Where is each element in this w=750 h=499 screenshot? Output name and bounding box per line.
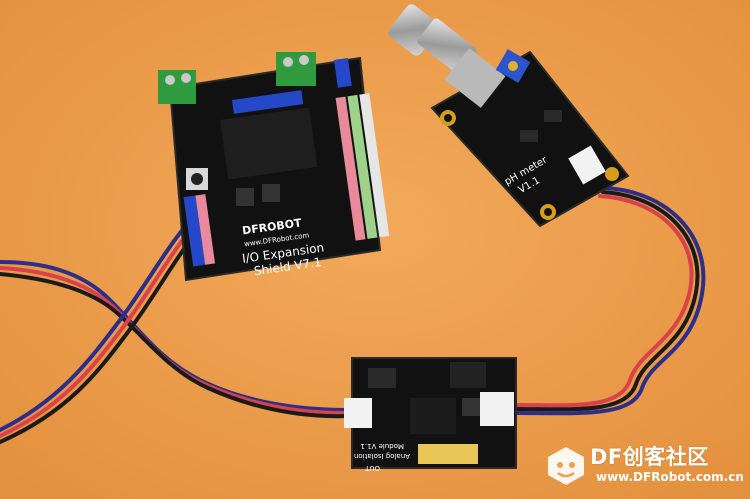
watermark-url: www.DFRobot.com.cn: [596, 470, 744, 484]
terminal-block-right: [276, 52, 316, 86]
dfrobot-watermark: DF创客社区 www.DFRobot.com.cn: [544, 439, 744, 491]
right-cable: [513, 186, 706, 416]
left-twisted-cable: [0, 208, 352, 444]
isolation-module: Analog Isolation Module V1.1 OUT: [344, 357, 517, 472]
pink-header: [335, 96, 366, 241]
isolation-output-connector: [480, 392, 514, 426]
blue-header: [232, 90, 304, 114]
green-header: [347, 94, 378, 239]
ph-meter-board: pH meter V1.1: [388, 4, 630, 228]
ph-board-connector: [568, 145, 606, 185]
terminal-block-left: [158, 70, 196, 104]
isolation-input-connector: [344, 398, 372, 428]
isolation-out-label: OUT: [364, 464, 380, 472]
isolation-label-line2: Module V1.1: [360, 442, 404, 450]
io-expansion-shield: DFROBOT www.DFRobot.com I/O Expansion Sh…: [158, 52, 390, 282]
watermark-title: DF创客社区: [590, 445, 709, 469]
dfrobot-logo-icon: [548, 447, 584, 485]
bnc-connector: [388, 4, 506, 108]
isolation-label-line1: Analog Isolation: [354, 452, 410, 460]
